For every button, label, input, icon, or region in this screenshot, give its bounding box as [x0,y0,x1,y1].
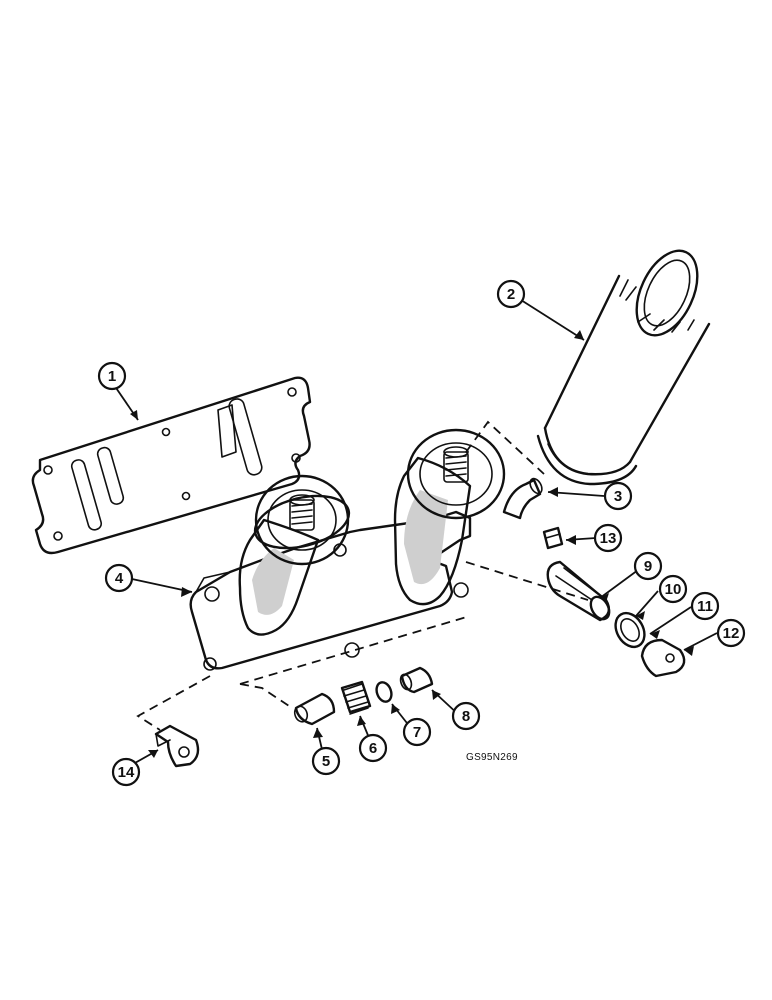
callout-label: 10 [665,581,682,598]
valve-sleeve-part [546,560,611,622]
callout-label: 6 [369,740,377,757]
callout-8: 8 [451,701,481,731]
callout-11: 11 [690,591,720,621]
oil-filter-part [536,249,711,486]
callout-label: 5 [322,753,330,770]
plug-part [542,526,564,550]
callout-10: 10 [658,574,688,604]
callout-1: 1 [97,361,127,391]
callout-5: 5 [311,746,341,776]
filter-base-part [189,456,472,671]
callout-9: 9 [633,551,663,581]
callout-label: 2 [507,286,515,303]
elbow-fitting-part [502,477,543,520]
callout-label: 12 [723,625,740,642]
callout-label: 13 [600,530,617,547]
valve-spring-part [340,680,372,715]
callout-label: 1 [108,368,116,385]
callout-label: 4 [115,570,124,587]
callout-13: 13 [593,523,623,553]
callout-label: 11 [697,598,713,615]
valve-piston-part [293,692,336,726]
gasket-part [31,376,312,555]
bracket-part [154,724,200,768]
figure-reference-code: GS95N269 [466,752,518,763]
callout-label: 9 [644,558,652,575]
valve-plug-part [399,666,434,694]
callout-label: 14 [118,764,135,781]
callout-14: 14 [111,757,141,787]
left-filter-head [253,474,351,566]
callout-4: 4 [104,563,134,593]
callout-label: 7 [413,724,421,741]
right-filter-head [406,428,506,520]
callout-label: 3 [614,488,622,505]
callout-12: 12 [716,618,746,648]
callout-3: 3 [603,481,633,511]
callout-2: 2 [496,279,526,309]
cap-part [640,638,686,678]
callout-7: 7 [402,717,432,747]
washer-part [375,681,393,703]
leader-arrowheads [130,330,694,758]
callout-6: 6 [358,733,388,763]
callout-label: 8 [462,708,470,725]
alignment-lines [136,420,589,731]
seal-ring-part [614,611,646,649]
